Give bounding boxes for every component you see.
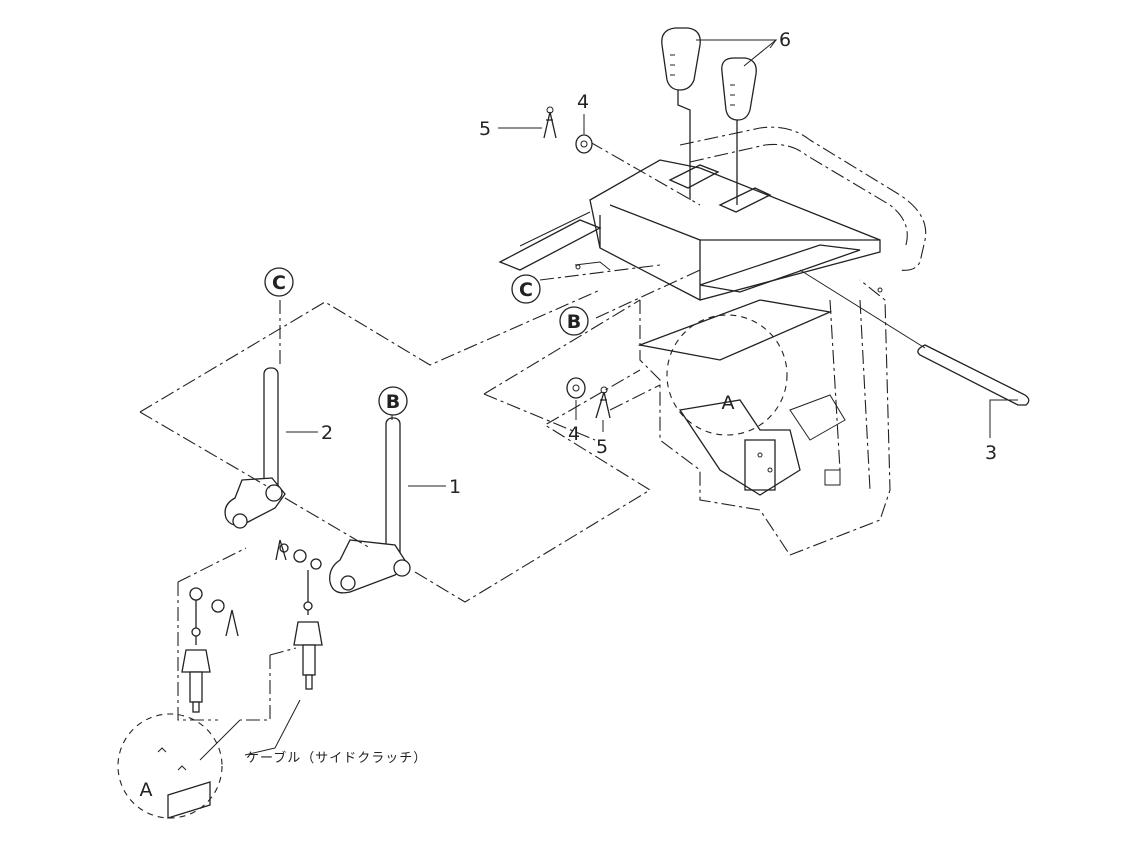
part-number-4-lower: 4: [568, 423, 580, 445]
lever-part-2: [224, 367, 286, 529]
lever-part-1: [329, 417, 411, 594]
detail-a-bottom: [117, 713, 223, 819]
part-number-1: 1: [449, 476, 461, 498]
part-number-6: 6: [779, 29, 791, 51]
washer-part-4-upper: [575, 114, 593, 154]
part-number-5-upper: 5: [479, 118, 491, 140]
part-number-3: 3: [985, 442, 997, 464]
cable-right: [275, 539, 323, 690]
lever-frame-assembly: [498, 126, 927, 556]
grip-knob-left: [661, 27, 701, 200]
pin-part-5-upper: [498, 106, 557, 139]
pin-part-5-lower: [595, 386, 611, 432]
callout-b-top-label: B: [386, 391, 400, 413]
detail-a-bottom-label: A: [140, 779, 153, 801]
leader-lines: [286, 39, 1018, 487]
part-number-2: 2: [321, 422, 333, 444]
grip-knob-right: [721, 57, 757, 205]
part-number-5-lower: 5: [596, 436, 608, 458]
washer-part-4-lower: [566, 377, 586, 420]
callout-c-top: C: [264, 267, 294, 297]
part-number-4-upper: 4: [577, 91, 589, 113]
rod-part-3: [799, 269, 1030, 406]
cable-note-label: ケーブル（サイドクラッチ）: [246, 750, 427, 766]
callout-b-frame-label: B: [567, 311, 581, 333]
cable-routing-lines: [177, 547, 301, 761]
detail-a-frame-label: A: [722, 392, 735, 414]
callout-b-top: B: [378, 386, 408, 416]
cable-left: [181, 587, 239, 713]
callout-b-frame: B: [559, 306, 589, 336]
callout-c-top-label: C: [272, 272, 286, 294]
callout-c-frame-label: C: [519, 279, 533, 301]
assembly-boundary: [139, 141, 701, 603]
callout-c-frame: C: [511, 274, 541, 304]
